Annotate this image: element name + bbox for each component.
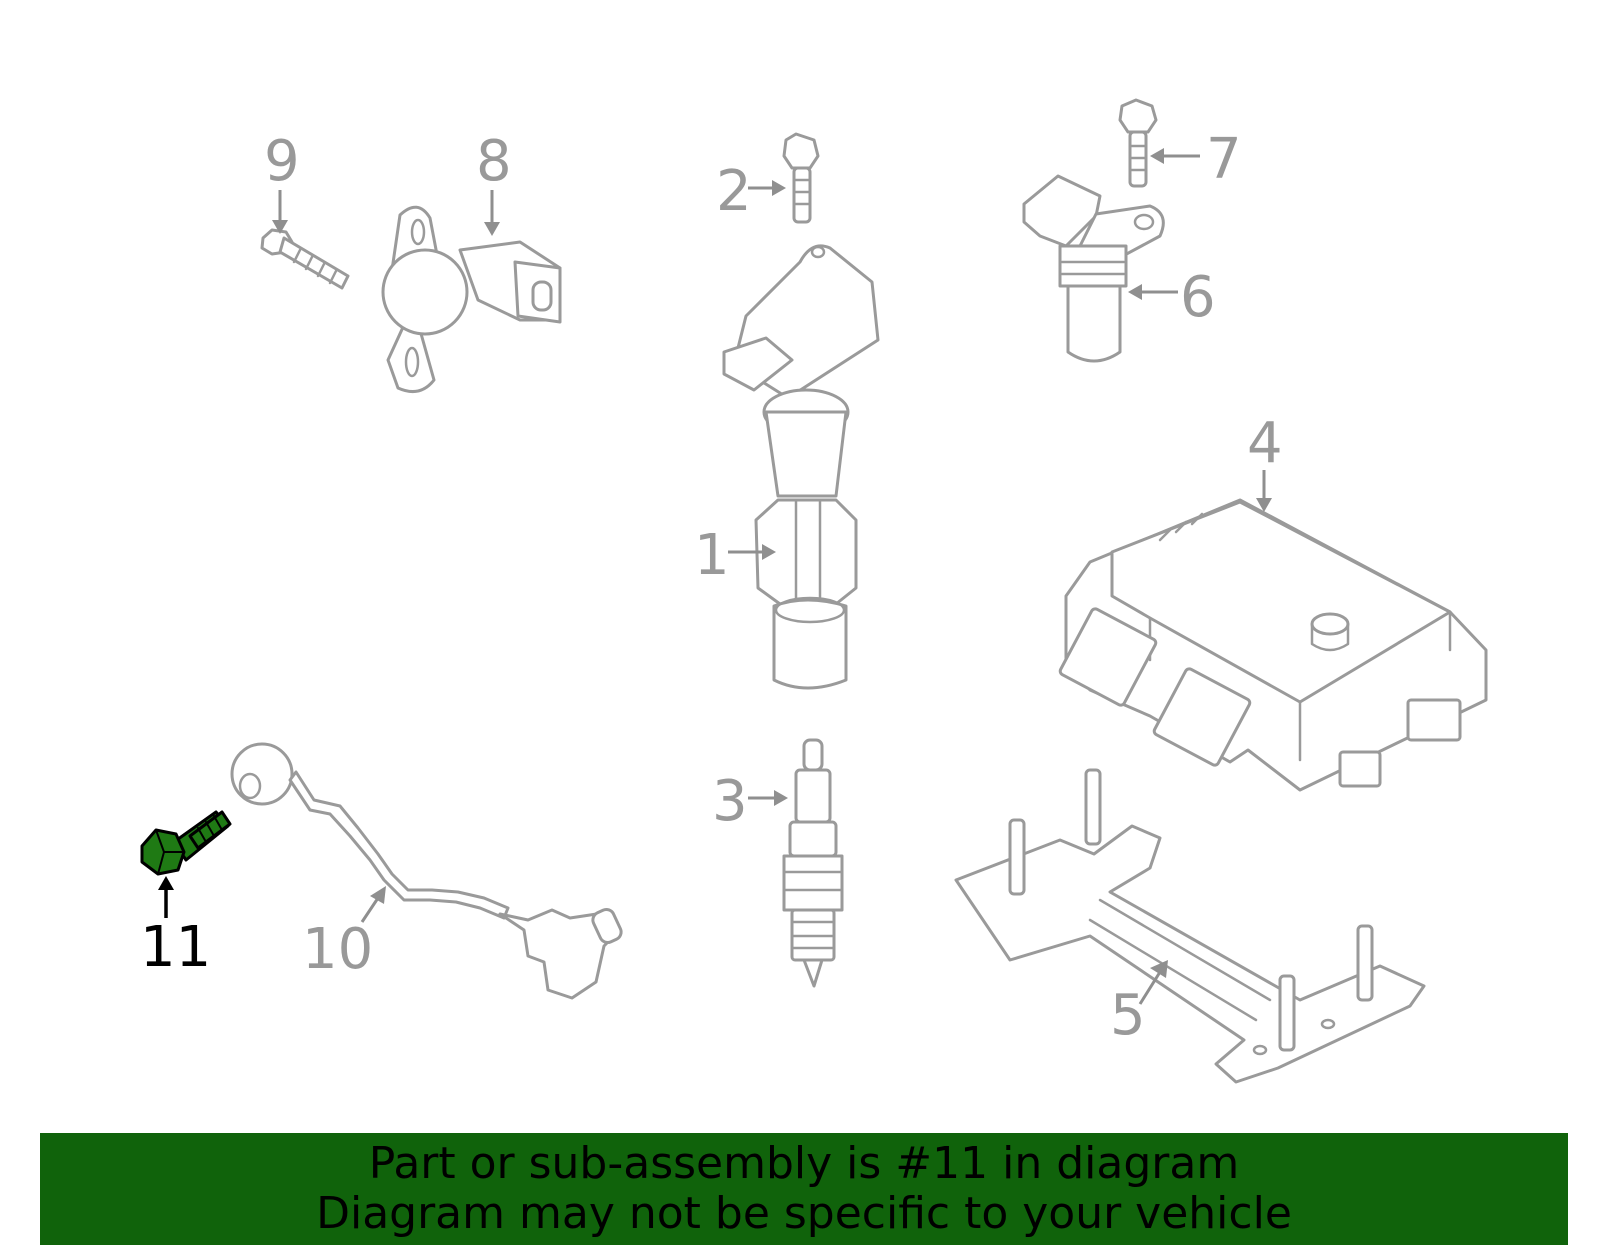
callout-1-leader	[728, 544, 776, 560]
callout-11: 11	[140, 915, 211, 980]
callout-7-leader	[1150, 148, 1200, 164]
part-8-camshaft-sensor[interactable]	[381, 205, 562, 394]
callout-2: 2	[716, 159, 752, 224]
callout-8: 8	[476, 129, 512, 194]
callout-9: 9	[264, 129, 300, 194]
part-9-bolt[interactable]	[260, 228, 350, 290]
part-3-spark-plug[interactable]	[782, 738, 844, 988]
callout-3-leader	[748, 790, 788, 806]
banner-line-disclaimer: Diagram may not be specific to your vehi…	[316, 1188, 1292, 1239]
callout-7: 7	[1206, 127, 1242, 192]
callout-5: 5	[1110, 983, 1146, 1048]
callout-4-leader	[1256, 470, 1272, 512]
callout-9-leader	[272, 190, 288, 234]
callout-10-leader	[360, 886, 386, 923]
part-4-ecu[interactable]	[1058, 498, 1488, 792]
callout-4: 4	[1247, 411, 1283, 476]
part-10-knock-sensor[interactable]	[230, 742, 624, 1000]
callout-11-leader	[158, 876, 174, 918]
callout-3: 3	[712, 769, 748, 834]
part-1-ignition-coil[interactable]	[722, 244, 880, 690]
callout-6: 6	[1180, 265, 1216, 330]
callout-1: 1	[694, 523, 730, 588]
callout-2-leader	[748, 180, 786, 196]
callout-5-leader	[1138, 960, 1168, 1005]
part-6-crankshaft-sensor[interactable]	[1022, 174, 1165, 363]
info-banner: Part or sub-assembly is #11 in diagram D…	[40, 1133, 1568, 1245]
banner-line-part-info: Part or sub-assembly is #11 in diagram	[368, 1138, 1240, 1189]
part-7-bolt[interactable]	[1118, 98, 1158, 188]
part-2-bolt[interactable]	[782, 132, 820, 224]
callout-8-leader	[484, 190, 500, 236]
part-11-bolt[interactable]	[140, 810, 232, 876]
part-5-bracket[interactable]	[954, 768, 1426, 1084]
callout-10: 10	[302, 917, 373, 982]
callout-6-leader	[1128, 284, 1178, 300]
